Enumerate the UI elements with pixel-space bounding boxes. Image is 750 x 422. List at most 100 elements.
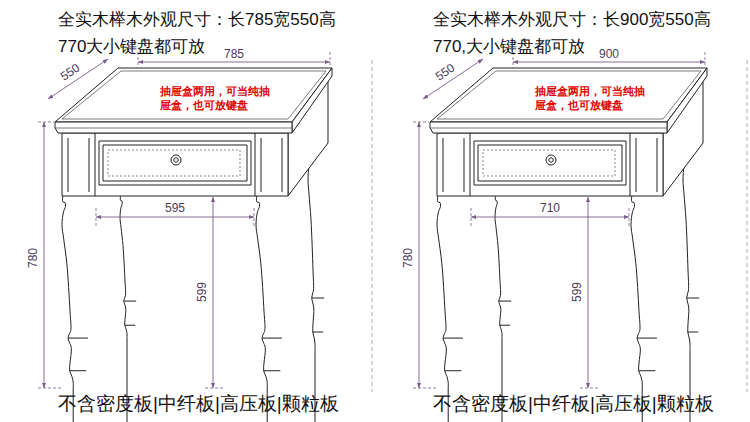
extension-line — [38, 388, 62, 389]
front-apron — [437, 133, 663, 196]
post-groove — [657, 138, 658, 192]
leg-ring — [313, 332, 323, 333]
leg-ring — [68, 338, 88, 339]
extension-line — [413, 388, 437, 389]
extension-line — [705, 52, 706, 66]
extension-line — [580, 388, 599, 389]
frame-line — [372, 60, 373, 392]
post-groove — [261, 138, 262, 192]
post-groove — [89, 138, 90, 192]
dimension-line — [213, 197, 214, 388]
table-leg — [308, 150, 321, 422]
dimension-line — [513, 62, 705, 63]
table-drawing — [38, 52, 372, 422]
extension-line — [629, 208, 630, 226]
leg-post — [470, 133, 471, 196]
dimension-line — [48, 59, 108, 99]
table-leg — [495, 196, 508, 422]
dimension-label: 599 — [195, 280, 209, 304]
dimension-label: 710 — [538, 201, 562, 215]
leg-ring — [688, 332, 698, 333]
post-groove — [636, 138, 637, 192]
extension-line — [96, 208, 97, 226]
table-leg — [631, 196, 652, 422]
leg-ring — [499, 301, 511, 302]
dimension-label: 780 — [26, 246, 40, 270]
leg-ring — [312, 298, 324, 299]
leg-ring — [500, 325, 510, 326]
spec-heading: 全实木榉木外观尺寸：长785宽550高 770大小键盘都可放 — [58, 6, 370, 60]
leg-ring — [124, 301, 136, 302]
leg-ring — [687, 298, 699, 299]
leg-ring — [443, 338, 463, 339]
table-leg — [62, 196, 83, 422]
dimension-line — [419, 122, 420, 388]
drawer-front — [474, 141, 626, 185]
table-drawing — [413, 52, 747, 422]
dimension-line — [588, 197, 589, 388]
leg-ring — [125, 325, 135, 326]
extension-line — [205, 388, 224, 389]
dimension-label: 599 — [570, 280, 584, 304]
edge-profile — [430, 128, 667, 129]
drawer-decoration — [483, 150, 615, 176]
drawer-panel — [478, 145, 622, 181]
front-apron — [62, 133, 288, 196]
top-side-edge — [667, 68, 707, 133]
post-groove — [464, 138, 465, 192]
dimension-label: 550 — [56, 59, 84, 84]
post-groove — [68, 138, 69, 192]
drawer-front — [99, 141, 251, 185]
drawer-knob — [546, 155, 556, 165]
extension-line — [413, 122, 429, 123]
drawer-note: 抽屉盒两用，可当纯抽 屉盒，也可放键盘 — [535, 84, 660, 112]
leg-post — [630, 133, 631, 196]
extension-line — [38, 122, 54, 123]
drawer-knob — [171, 155, 181, 165]
material-note: 不含密度板|中纤板|高压板|颗粒板 — [433, 393, 714, 415]
leg-ring — [637, 338, 657, 339]
drawer-note: 抽屉盒两用，可当纯抽 屉盒，也可放键盘 — [160, 84, 285, 112]
post-groove — [282, 138, 283, 192]
dimension-label: 785 — [222, 47, 246, 61]
table-leg — [683, 150, 696, 422]
dimension-label: 595 — [163, 201, 187, 215]
table-top — [430, 68, 707, 122]
extension-line — [254, 208, 255, 226]
dimension-line — [138, 62, 330, 63]
drawer-decoration — [108, 150, 240, 176]
spec-heading: 全实木榉木外观尺寸：长900宽550高 770,大小键盘都可放 — [433, 6, 745, 60]
edge-profile — [55, 128, 292, 129]
leg-ring — [262, 338, 282, 339]
dimension-label: 900 — [597, 47, 621, 61]
leg-ring — [264, 370, 281, 371]
extension-line — [471, 208, 472, 226]
top-bevel — [62, 71, 326, 119]
drawer-knob — [174, 158, 178, 162]
dimension-label: 550 — [431, 59, 459, 84]
dimension-line — [44, 122, 45, 388]
leg-ring — [70, 370, 87, 371]
leg-post — [255, 133, 256, 196]
top-side-edge — [292, 68, 332, 133]
frame-line — [747, 60, 748, 392]
drawer-knob — [549, 158, 553, 162]
table-leg — [256, 196, 277, 422]
dimension-line — [471, 217, 629, 218]
table-leg — [437, 196, 458, 422]
post-groove — [443, 138, 444, 192]
dimension-line — [96, 217, 254, 218]
dimension-line — [423, 59, 483, 99]
material-note: 不含密度板|中纤板|高压板|颗粒板 — [58, 393, 339, 415]
table-leg — [120, 196, 133, 422]
leg-ring — [445, 370, 462, 371]
extension-line — [330, 52, 331, 66]
dimension-label: 780 — [401, 246, 415, 270]
table-top — [55, 68, 332, 122]
top-front-edge — [55, 122, 292, 133]
top-front-edge — [430, 122, 667, 133]
drawer-panel — [103, 145, 247, 181]
leg-post — [95, 133, 96, 196]
